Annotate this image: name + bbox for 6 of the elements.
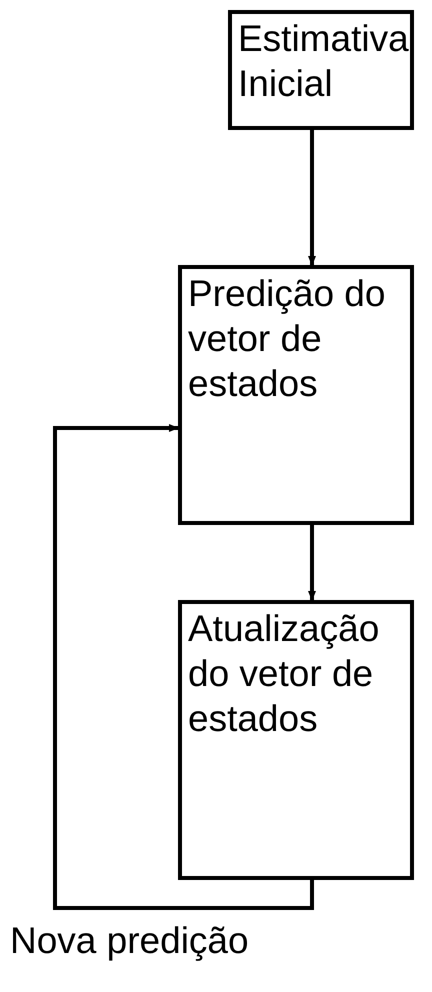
process-box: Predição do vetor de estados [178, 265, 414, 525]
arrow [308, 130, 316, 266]
arrow [308, 525, 316, 601]
arrow [53, 424, 314, 910]
process-box: Estimativa Inicial [228, 10, 414, 130]
process-box: Atualização do vetor de estados [178, 600, 414, 880]
